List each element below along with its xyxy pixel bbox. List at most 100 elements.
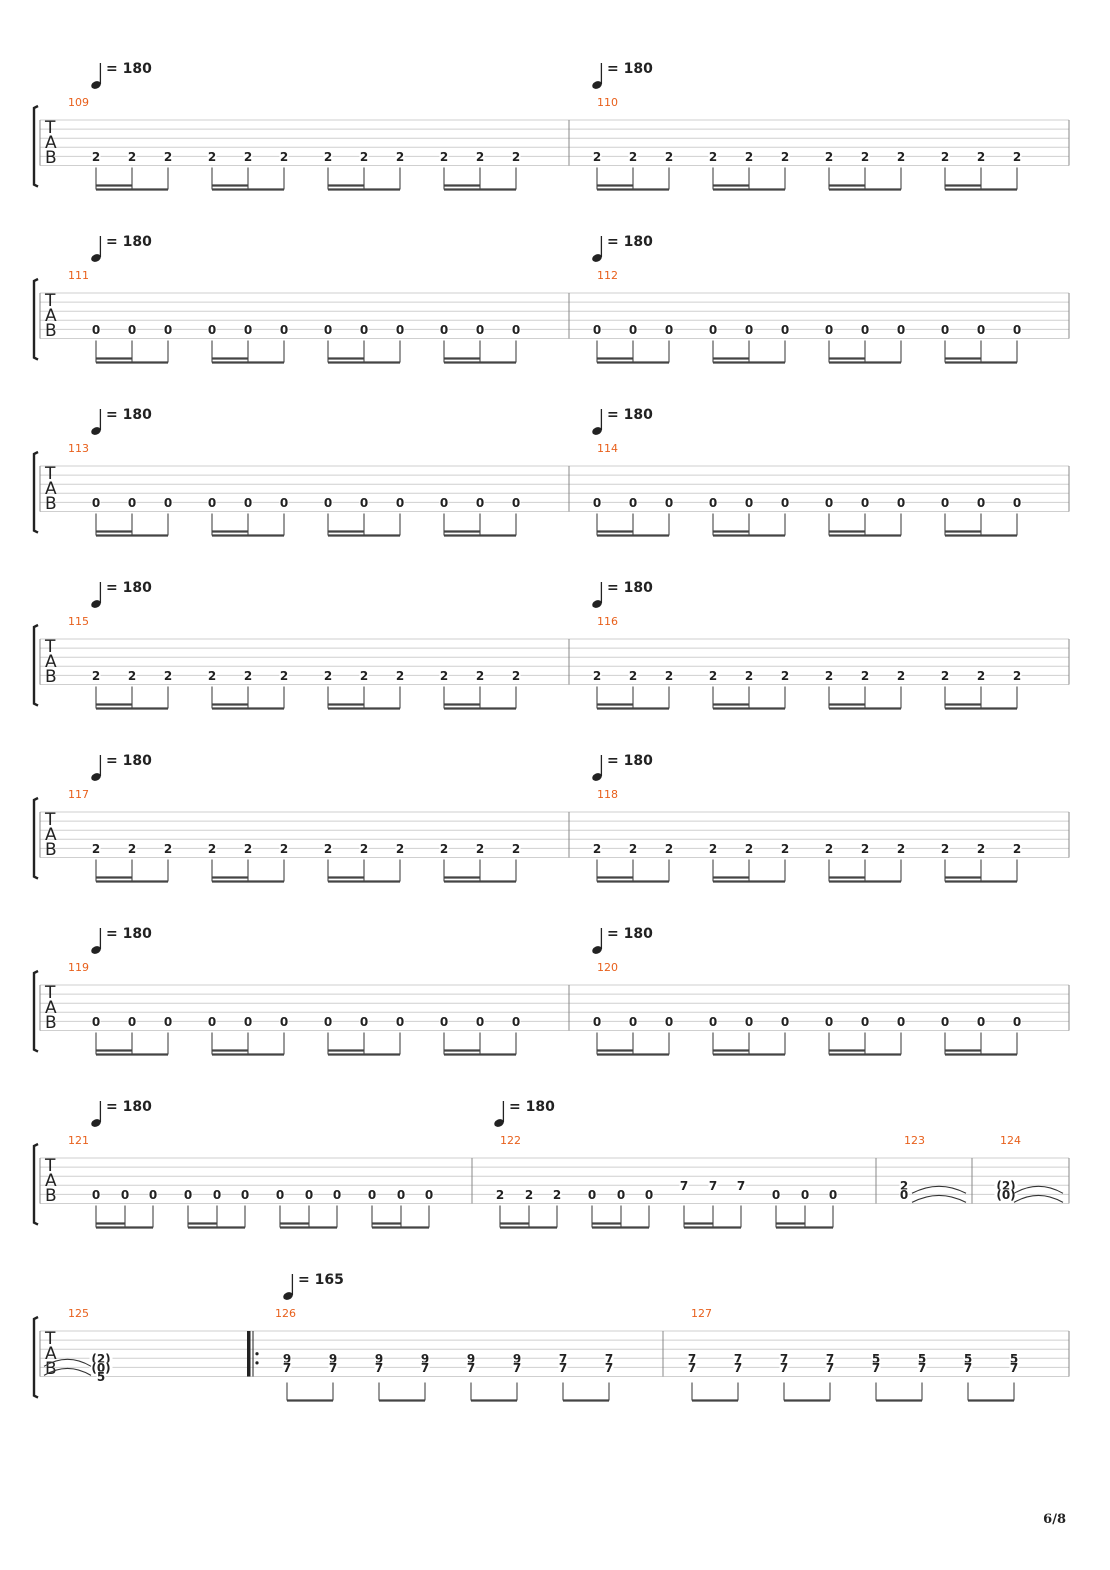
fret-number: 7 bbox=[329, 1361, 337, 1375]
fret-number: 0 bbox=[276, 1188, 284, 1202]
measure-number: 126 bbox=[275, 1307, 296, 1320]
fret-number: 2 bbox=[244, 842, 252, 856]
measure-number: 125 bbox=[68, 1307, 89, 1320]
fret-mask bbox=[374, 1362, 384, 1373]
tab-note: 77 bbox=[604, 1352, 614, 1401]
fret-mask bbox=[282, 1362, 292, 1373]
tab-clef-letter: A bbox=[45, 133, 57, 153]
fret-number: 9 bbox=[329, 1352, 337, 1366]
tab-note: 0 bbox=[243, 323, 253, 363]
tab-note: 0 bbox=[163, 323, 173, 363]
tab-note: 2 bbox=[395, 842, 405, 882]
fret-mask bbox=[963, 1353, 973, 1364]
tab-note: 0 bbox=[592, 496, 602, 536]
tab-note: 2 bbox=[780, 842, 790, 882]
fret-mask bbox=[628, 843, 638, 854]
fret-number: 0 bbox=[829, 1188, 837, 1202]
tab-note: 2 bbox=[439, 669, 449, 709]
fret-number: 2 bbox=[629, 842, 637, 856]
fret-number: 7 bbox=[605, 1361, 613, 1375]
tab-note: 2 bbox=[323, 150, 333, 190]
fret-number: 2 bbox=[512, 842, 520, 856]
tie-arc bbox=[43, 1367, 92, 1376]
quarter-note-icon bbox=[494, 1119, 504, 1127]
tab-note: 2 bbox=[163, 150, 173, 190]
fret-number: 0 bbox=[745, 1015, 753, 1029]
tab-note: 0 bbox=[207, 496, 217, 536]
tab-note: 0 bbox=[976, 496, 986, 536]
fret-number: 0 bbox=[645, 1188, 653, 1202]
fret-number: 2 bbox=[396, 842, 404, 856]
fret-mask bbox=[243, 151, 253, 162]
tab-note: 0 bbox=[744, 1015, 754, 1055]
fret-number: 0 bbox=[280, 496, 288, 510]
fret-mask bbox=[512, 1353, 522, 1364]
fret-mask bbox=[243, 497, 253, 508]
fret-mask bbox=[304, 1189, 314, 1200]
fret-mask bbox=[359, 151, 369, 162]
tab-note: 2 bbox=[359, 842, 369, 882]
tab-note: 57 bbox=[963, 1352, 973, 1401]
fret-number: 0 bbox=[629, 1015, 637, 1029]
measure-number: 113 bbox=[68, 442, 89, 455]
quarter-note-icon bbox=[592, 81, 602, 89]
tab-note: 0 bbox=[896, 496, 906, 536]
fret-number: 2 bbox=[164, 150, 172, 164]
tab-note: 0 bbox=[824, 1015, 834, 1055]
quarter-note-icon bbox=[91, 1119, 101, 1127]
tab-note: 0 bbox=[824, 496, 834, 536]
fret-mask bbox=[91, 843, 101, 854]
tab-note: 2 bbox=[207, 842, 217, 882]
fret-mask bbox=[511, 670, 521, 681]
tab-clef-letter: A bbox=[45, 825, 57, 845]
fret-mask bbox=[374, 1353, 384, 1364]
fret-mask bbox=[824, 497, 834, 508]
fret-number: 7 bbox=[559, 1361, 567, 1375]
tempo-marking: = 180 bbox=[91, 234, 152, 262]
fret-mask bbox=[708, 843, 718, 854]
fret-number: 2 bbox=[593, 842, 601, 856]
fret-mask bbox=[800, 1189, 810, 1200]
tab-note: 0 bbox=[860, 1015, 870, 1055]
fret-mask bbox=[395, 497, 405, 508]
tab-note: 97 bbox=[466, 1352, 476, 1401]
quarter-note-icon bbox=[91, 254, 101, 262]
tab-clef-letter: B bbox=[45, 1013, 57, 1033]
tab-note: 2 bbox=[524, 1188, 534, 1228]
tab-note: 0 bbox=[439, 496, 449, 536]
fret-mask bbox=[940, 324, 950, 335]
tab-note: 0 bbox=[824, 323, 834, 363]
fret-number: 0 bbox=[164, 323, 172, 337]
fret-number: 7 bbox=[964, 1361, 972, 1375]
tab-note: 0 bbox=[475, 1015, 485, 1055]
fret-mask bbox=[163, 670, 173, 681]
tempo-text: = 180 bbox=[106, 580, 152, 596]
fret-mask bbox=[1012, 497, 1022, 508]
fret-number: 0 bbox=[512, 1015, 520, 1029]
fret-mask bbox=[940, 151, 950, 162]
tab-note: 0 bbox=[279, 323, 289, 363]
fret-mask bbox=[279, 497, 289, 508]
fret-mask bbox=[976, 670, 986, 681]
fret-mask bbox=[824, 151, 834, 162]
fret-number: 7 bbox=[734, 1361, 742, 1375]
fret-mask bbox=[1012, 151, 1022, 162]
fret-mask bbox=[1012, 670, 1022, 681]
fret-mask bbox=[163, 151, 173, 162]
fret-mask bbox=[616, 1189, 626, 1200]
fret-mask bbox=[628, 324, 638, 335]
fret-mask bbox=[733, 1362, 743, 1373]
fret-number: 2 bbox=[665, 669, 673, 683]
fret-number: 0 bbox=[861, 323, 869, 337]
repeat-dot bbox=[255, 1352, 259, 1356]
fret-mask bbox=[896, 151, 906, 162]
measure-number: 122 bbox=[500, 1134, 521, 1147]
fret-mask bbox=[940, 670, 950, 681]
fret-mask bbox=[780, 843, 790, 854]
tab-note: 2 bbox=[824, 669, 834, 709]
fret-mask bbox=[439, 497, 449, 508]
fret-number: 2 bbox=[977, 150, 985, 164]
quarter-note-icon bbox=[91, 81, 101, 89]
